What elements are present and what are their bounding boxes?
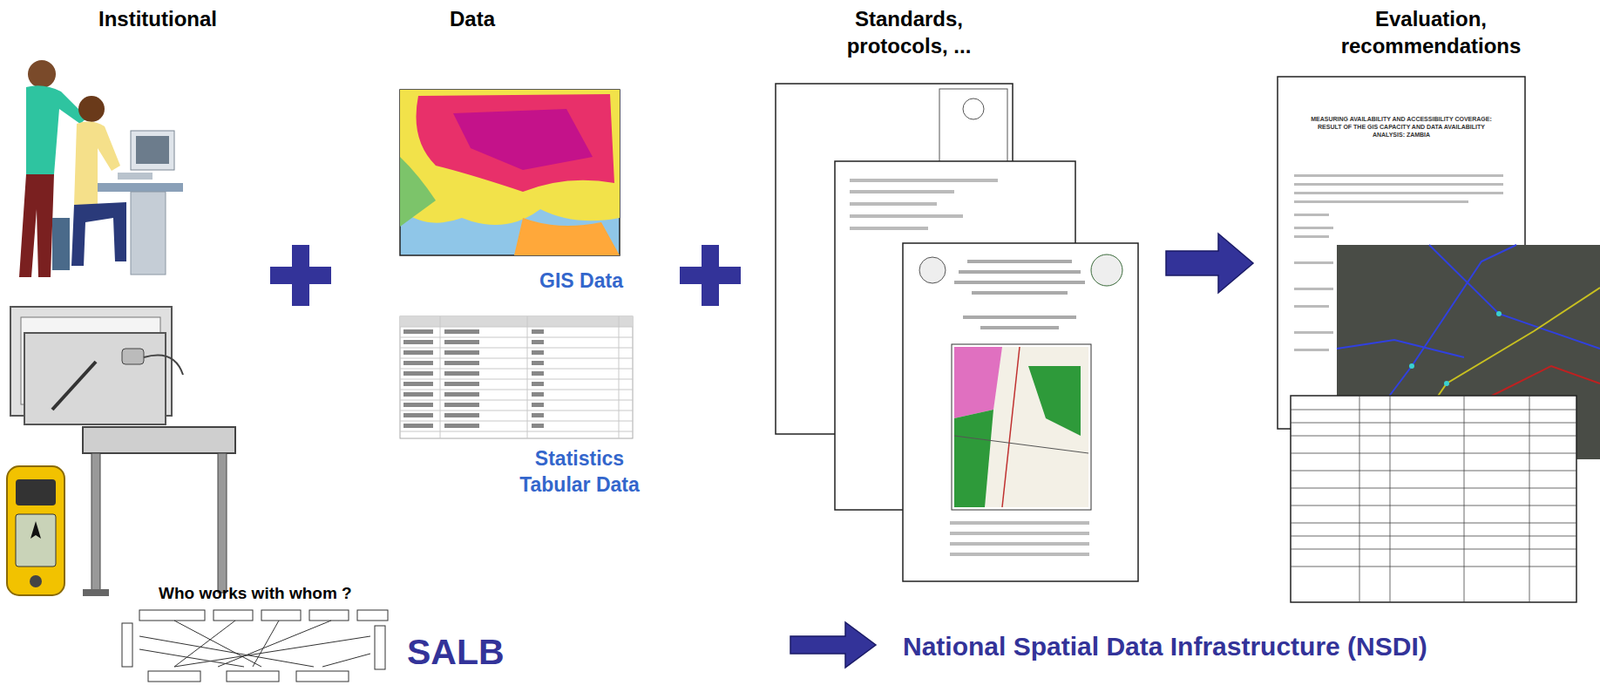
nsdi-label: National Spatial Data Infrastructure (NS… (902, 629, 1428, 664)
document-stack (775, 83, 1139, 582)
gps-device (6, 466, 65, 596)
column-heading: Data (449, 5, 495, 33)
chart-title: Who works with whom ? (158, 583, 353, 605)
data-table (400, 316, 633, 439)
data-caption: GIS Data (539, 268, 624, 295)
report-title: MEASURING AVAILABILITY AND ACCESSIBILITY… (1301, 115, 1502, 139)
data-caption: Statistics Tabular Data (501, 446, 658, 499)
salb-label: SALB (406, 629, 505, 676)
evaluation-report (1277, 76, 1600, 603)
people-computer (19, 60, 184, 278)
network-chart (122, 610, 388, 682)
gis-map (400, 89, 620, 256)
column-heading: Standards, protocols, ... (817, 5, 1001, 60)
digitizer-plotter (10, 306, 236, 597)
column-heading: Institutional (98, 5, 217, 33)
column-heading: Evaluation, recommendations (1322, 5, 1540, 60)
